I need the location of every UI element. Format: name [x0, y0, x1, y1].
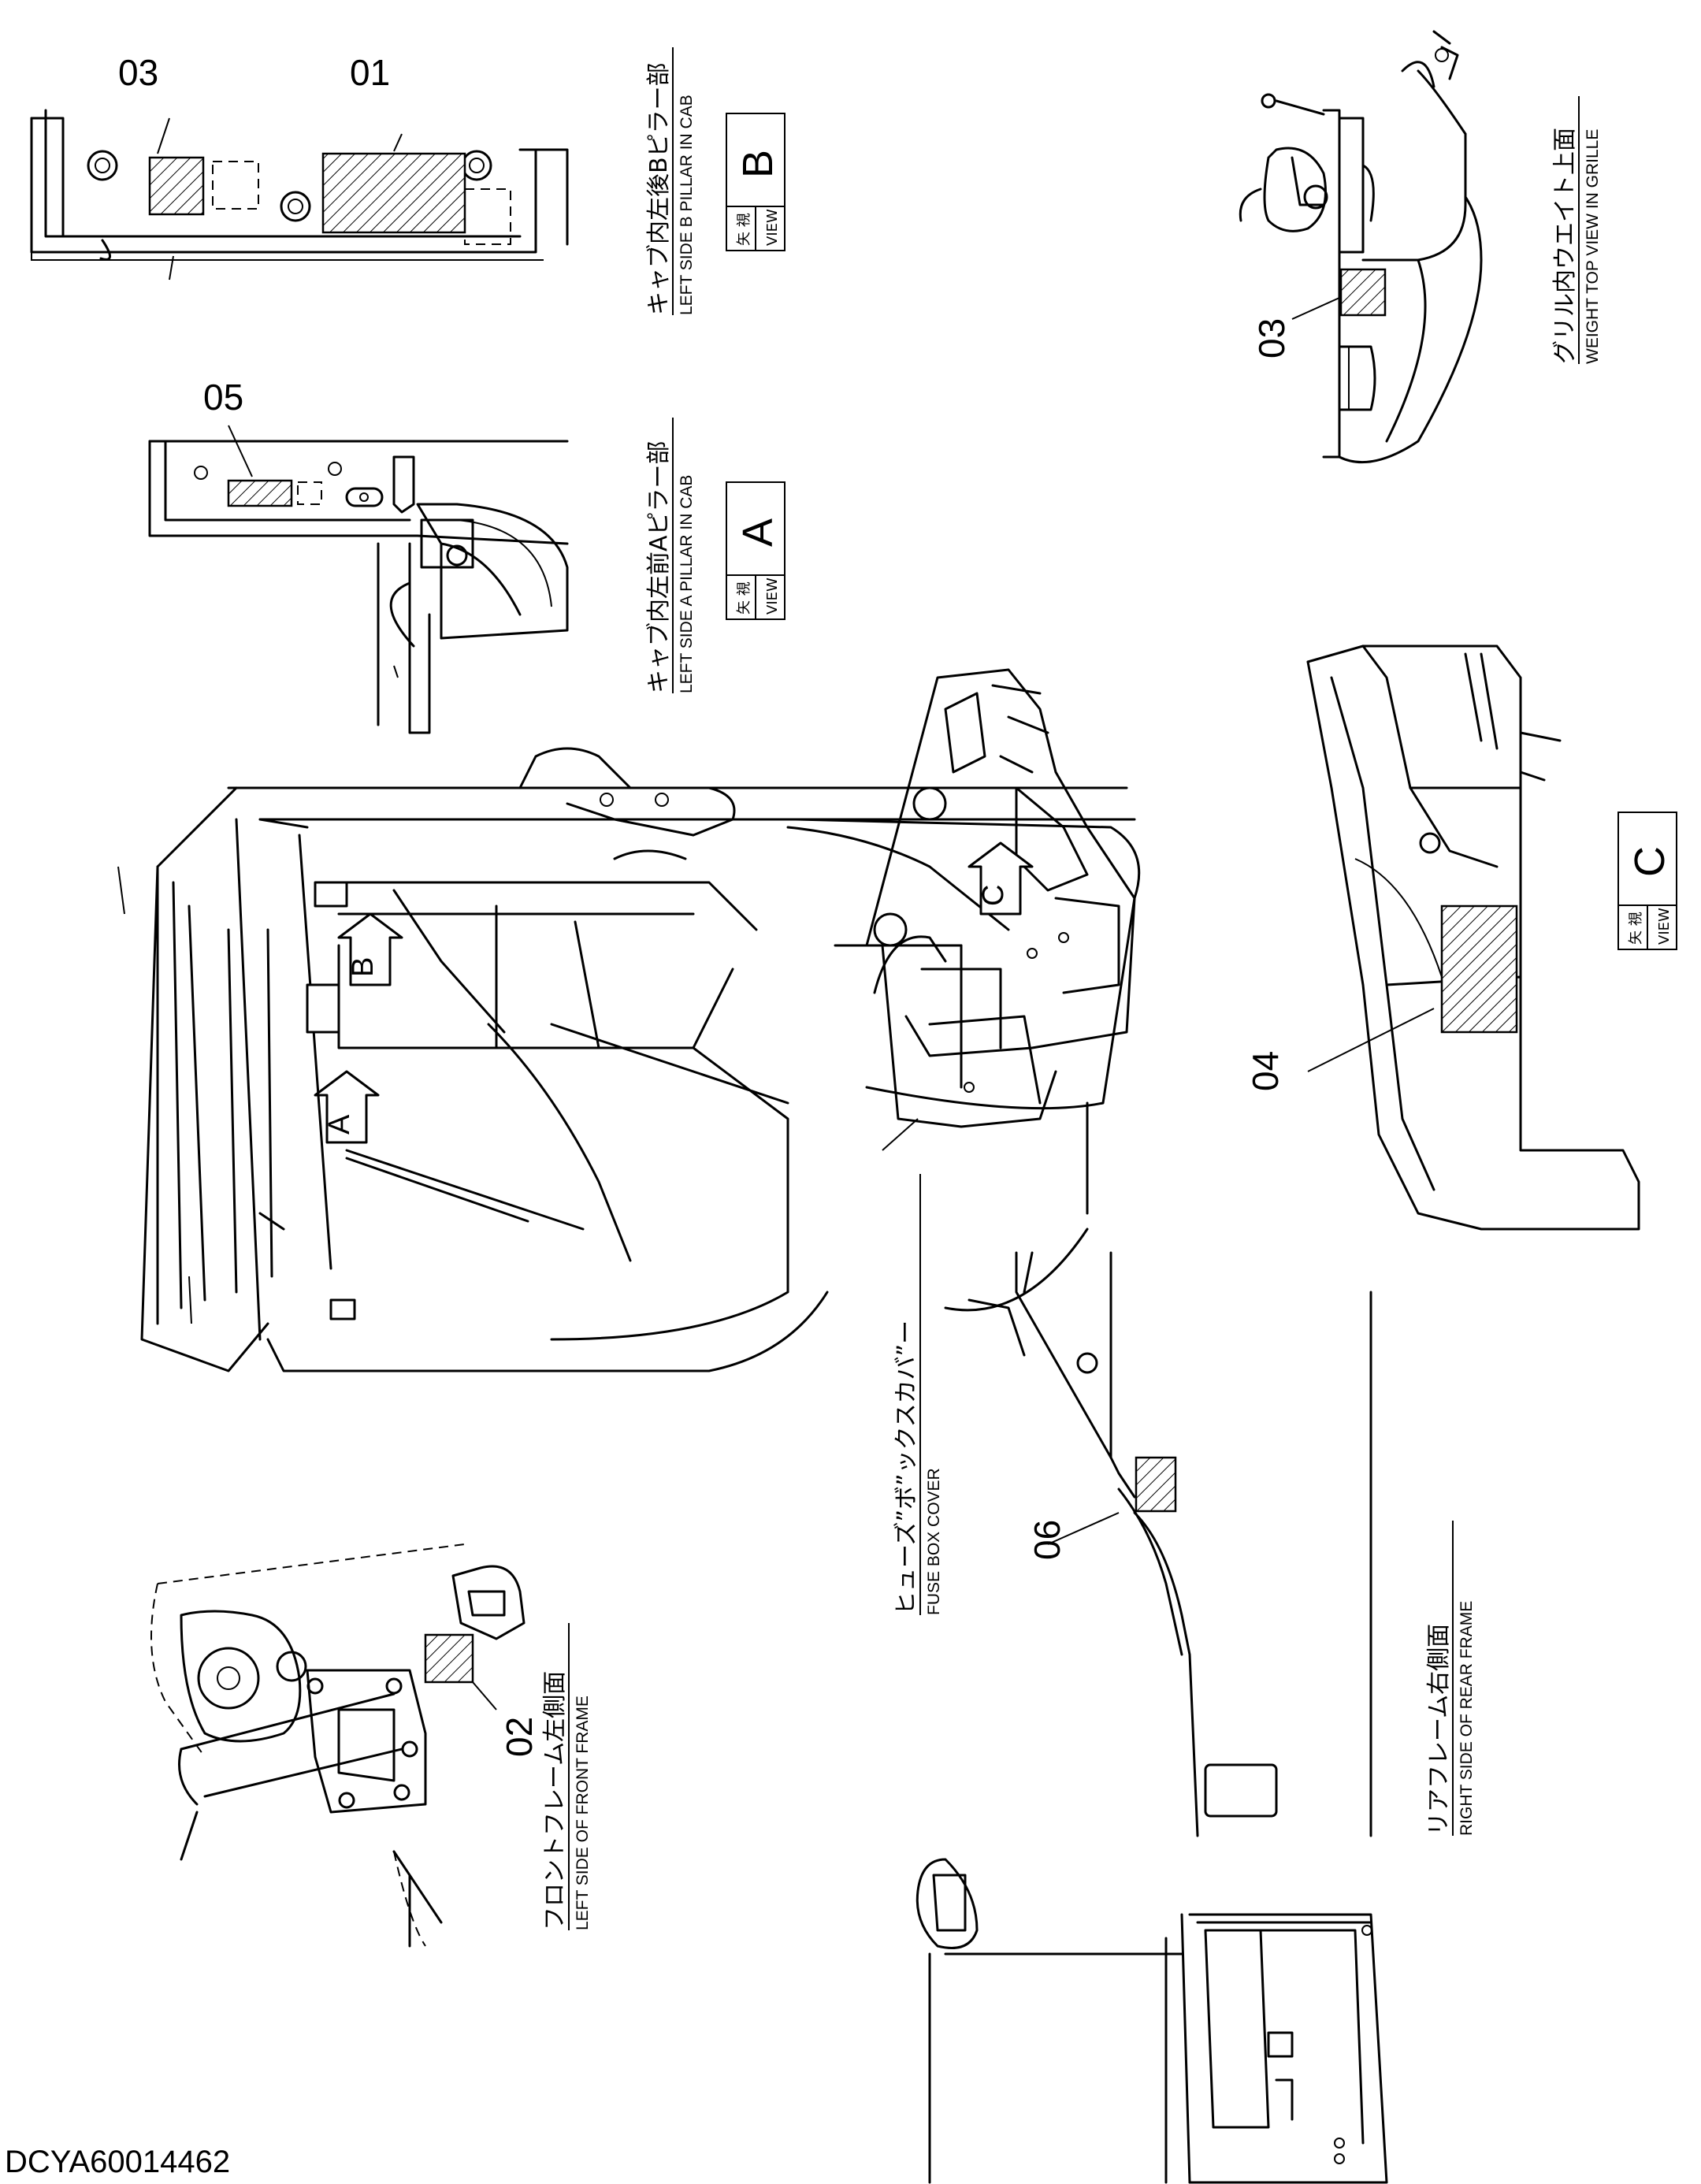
view-a-label-en: LEFT SIDE A PILLAR IN CAB [678, 475, 696, 693]
view-b-label-en: LEFT SIDE B PILLAR IN CAB [678, 95, 696, 315]
fuse-box-label-jp: ヒューズ”ボ”ックスカバ”ー [893, 1320, 920, 1615]
view-c-marker-jp: 矢 視 [1628, 912, 1644, 945]
front-frame-label-jp: フロントフレーム左側面 [541, 1671, 569, 1930]
view-b-marker-jp: 矢 視 [736, 213, 752, 246]
view-b-label-jp: キャブ内左後Bピラー部 [645, 62, 673, 315]
front-frame-label: フロントフレーム左側面 LEFT SIDE OF FRONT FRAME [541, 1623, 592, 1930]
view-b-marker-en: VIEW [764, 209, 781, 246]
arrow-a-letter: A [323, 1114, 356, 1135]
grille-label: グリル内ウエイト上面 WEIGHT TOP VIEW IN GRILLE [1551, 96, 1602, 364]
view-a-marker-letter: A [734, 518, 782, 547]
rear-frame-drawing: 06 [915, 1251, 1388, 2184]
view-b-marker-letter: B [734, 150, 782, 178]
fuse-box-label: ヒューズ”ボ”ックスカバ”ー FUSE BOX COVER [893, 1174, 943, 1615]
arrow-a-marker: A [314, 1070, 380, 1144]
fuse-box-drawing: C [865, 668, 1136, 1151]
callout-03-b: 03 [118, 52, 158, 93]
fuse-box-label-en: FUSE BOX COVER [925, 1468, 943, 1615]
view-a-marker-en: VIEW [764, 578, 781, 615]
callout-06: 06 [1027, 1520, 1068, 1560]
view-c-marker-en: VIEW [1656, 908, 1673, 945]
rear-frame-label: リアフレーム右側面 RIGHT SIDE OF REAR FRAME [1425, 1521, 1476, 1836]
view-a-label-jp: キャブ内左前Aピラー部 [645, 440, 673, 693]
grille-weight-drawing: 03 [1239, 30, 1483, 464]
front-frame-drawing: 02 [150, 1543, 540, 1948]
rear-frame-label-en: RIGHT SIDE OF REAR FRAME [1458, 1601, 1476, 1836]
grille-label-en: WEIGHT TOP VIEW IN GRILLE [1584, 129, 1602, 364]
view-b-pillar-drawing: 03 01 [30, 52, 569, 261]
arrow-b-marker: B [337, 912, 403, 986]
view-b-marker: 矢 視 VIEW B [726, 113, 786, 251]
callout-04: 04 [1245, 1051, 1286, 1091]
view-c-rear-cover-drawing: 04 [1245, 644, 1640, 1231]
view-c-marker-letter: C [1626, 846, 1673, 877]
view-a-label: キャブ内左前Aピラー部 LEFT SIDE A PILLAR IN CAB [645, 418, 696, 693]
callout-02: 02 [499, 1717, 540, 1757]
view-a-marker-jp: 矢 視 [736, 581, 752, 615]
arrow-b-letter: B [347, 957, 380, 977]
document-code: DCYA60014462 [5, 2145, 231, 2179]
rear-frame-label-jp: リアフレーム右側面 [1425, 1624, 1453, 1836]
view-a-pillar-drawing: 05 [148, 255, 569, 734]
view-b-label: キャブ内左後Bピラー部 LEFT SIDE B PILLAR IN CAB [645, 47, 696, 315]
view-a-marker: 矢 視 VIEW A [726, 481, 786, 620]
callout-03-grille: 03 [1251, 318, 1292, 358]
callout-05: 05 [203, 377, 243, 418]
front-frame-label-en: LEFT SIDE OF FRONT FRAME [574, 1696, 592, 1930]
view-c-marker: 矢 視 VIEW C [1617, 812, 1677, 950]
arrow-c-letter: C [977, 885, 1010, 906]
grille-label-jp: グリル内ウエイト上面 [1551, 128, 1579, 364]
cab-perspective-drawing [117, 747, 1141, 1372]
callout-01: 01 [350, 52, 390, 93]
